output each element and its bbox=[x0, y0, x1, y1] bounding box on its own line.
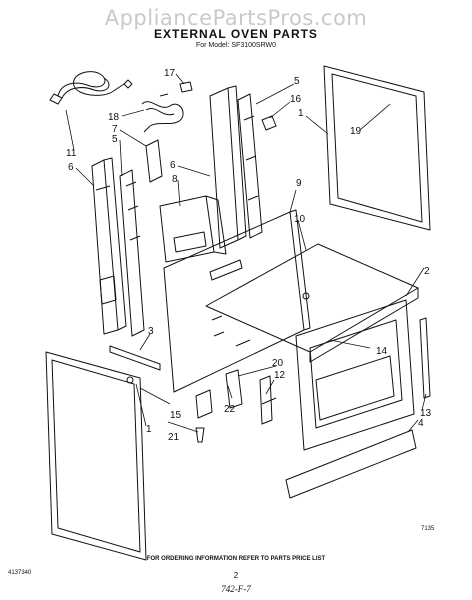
bracket-7 bbox=[145, 139, 163, 183]
callout-7: 7 bbox=[112, 124, 118, 135]
ordering-note: FOR ORDERING INFORMATION REFER TO PARTS … bbox=[146, 556, 326, 562]
callout-14: 14 bbox=[376, 346, 388, 357]
rear-center-panel bbox=[209, 85, 247, 249]
drawing-code: 7135 bbox=[421, 526, 435, 532]
callout-2: 2 bbox=[424, 266, 430, 277]
callout-3: 3 bbox=[148, 326, 154, 337]
callout-21: 21 bbox=[168, 432, 180, 443]
callout-8: 8 bbox=[172, 174, 178, 185]
handwritten-note: 742-F-7 bbox=[221, 584, 251, 594]
callout-4: 4 bbox=[418, 418, 424, 429]
callout-10: 10 bbox=[294, 214, 306, 225]
left-side-panel bbox=[91, 157, 127, 335]
document-code: 4137340 bbox=[8, 570, 32, 576]
right-front-frame bbox=[237, 93, 277, 239]
callout-16: 16 bbox=[290, 94, 302, 105]
page-number: 2 bbox=[233, 571, 239, 580]
side-panel-right bbox=[323, 65, 431, 231]
callout-20: 20 bbox=[272, 358, 284, 369]
callout-6-center: 6 bbox=[170, 160, 176, 171]
power-cord-illustration bbox=[49, 71, 133, 105]
leader-lines bbox=[65, 73, 427, 433]
left-front-frame bbox=[119, 169, 145, 337]
callout-13: 13 bbox=[420, 408, 432, 419]
kickplate bbox=[285, 429, 417, 499]
blower-box bbox=[159, 195, 227, 263]
watermark: AppliancePartsPros.com bbox=[104, 6, 368, 30]
callout-labels: 17 5 16 1 18 7 5 11 6 19 6 8 9 10 2 3 14… bbox=[66, 68, 432, 443]
callout-1-lower: 1 bbox=[146, 424, 152, 435]
callout-15: 15 bbox=[170, 410, 182, 421]
bottom-trim bbox=[109, 345, 213, 419]
callout-5-left: 5 bbox=[112, 134, 118, 145]
door-panel-left bbox=[45, 351, 147, 561]
callout-22: 22 bbox=[224, 404, 236, 415]
callout-12: 12 bbox=[274, 370, 286, 381]
callout-6: 6 bbox=[68, 162, 74, 173]
wire-harness-illustration bbox=[141, 81, 193, 133]
callout-11: 11 bbox=[66, 148, 77, 159]
model-subtitle: For Model: SF3100SRW0 bbox=[195, 42, 276, 49]
page-title: EXTERNAL OVEN PARTS bbox=[154, 27, 318, 41]
callout-17: 17 bbox=[164, 68, 176, 79]
callout-9: 9 bbox=[296, 178, 302, 189]
hinge-brackets bbox=[225, 369, 277, 425]
rear-panel bbox=[163, 209, 311, 393]
front-frame bbox=[295, 299, 415, 451]
cooktop bbox=[205, 243, 419, 363]
callout-18: 18 bbox=[108, 112, 120, 123]
callout-19: 19 bbox=[350, 126, 362, 137]
callout-5: 5 bbox=[294, 76, 300, 87]
side-trim-strip bbox=[419, 317, 431, 399]
fasteners bbox=[126, 376, 205, 443]
callout-1: 1 bbox=[298, 108, 304, 119]
